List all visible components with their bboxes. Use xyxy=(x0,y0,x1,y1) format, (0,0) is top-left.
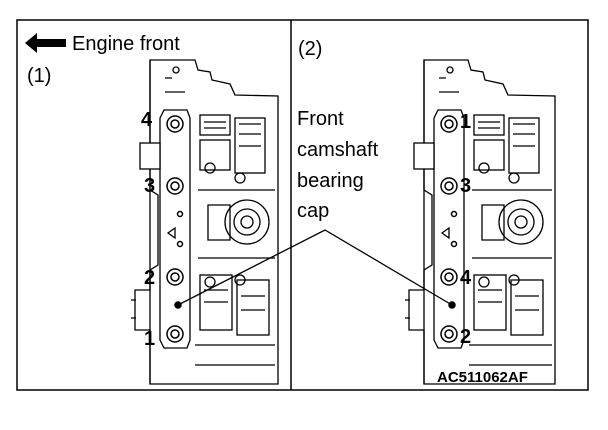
callout-line: camshaft xyxy=(297,139,379,161)
figure-code: AC511062AF xyxy=(437,369,528,386)
bolt-number: 3 xyxy=(144,175,155,197)
engine-drawing-panel-1 xyxy=(131,59,279,385)
callout-leader-lines xyxy=(177,229,453,306)
engine-front-label: Engine front xyxy=(72,33,180,55)
callout-line: bearing xyxy=(297,170,364,192)
bolt-number: 2 xyxy=(460,326,471,348)
panel-2-label: (2) xyxy=(298,38,322,60)
bearing-cap-bolts-panel-2 xyxy=(440,115,458,343)
callout-line: Front xyxy=(297,108,344,130)
panel-1-label: (1) xyxy=(27,65,51,87)
bolt-number: 2 xyxy=(144,267,155,289)
figure-frame xyxy=(16,19,589,391)
left-arrow-icon xyxy=(25,33,66,53)
callout-line: cap xyxy=(297,200,329,222)
bolt-number: 3 xyxy=(460,175,471,197)
bearing-cap-bolts-panel-1 xyxy=(166,115,184,343)
engine-drawing-panel-2 xyxy=(405,59,556,385)
bolt-number: 4 xyxy=(460,267,472,289)
bolt-number: 1 xyxy=(144,328,155,350)
bolt-number: 1 xyxy=(460,111,471,133)
bolt-number: 4 xyxy=(141,109,153,131)
